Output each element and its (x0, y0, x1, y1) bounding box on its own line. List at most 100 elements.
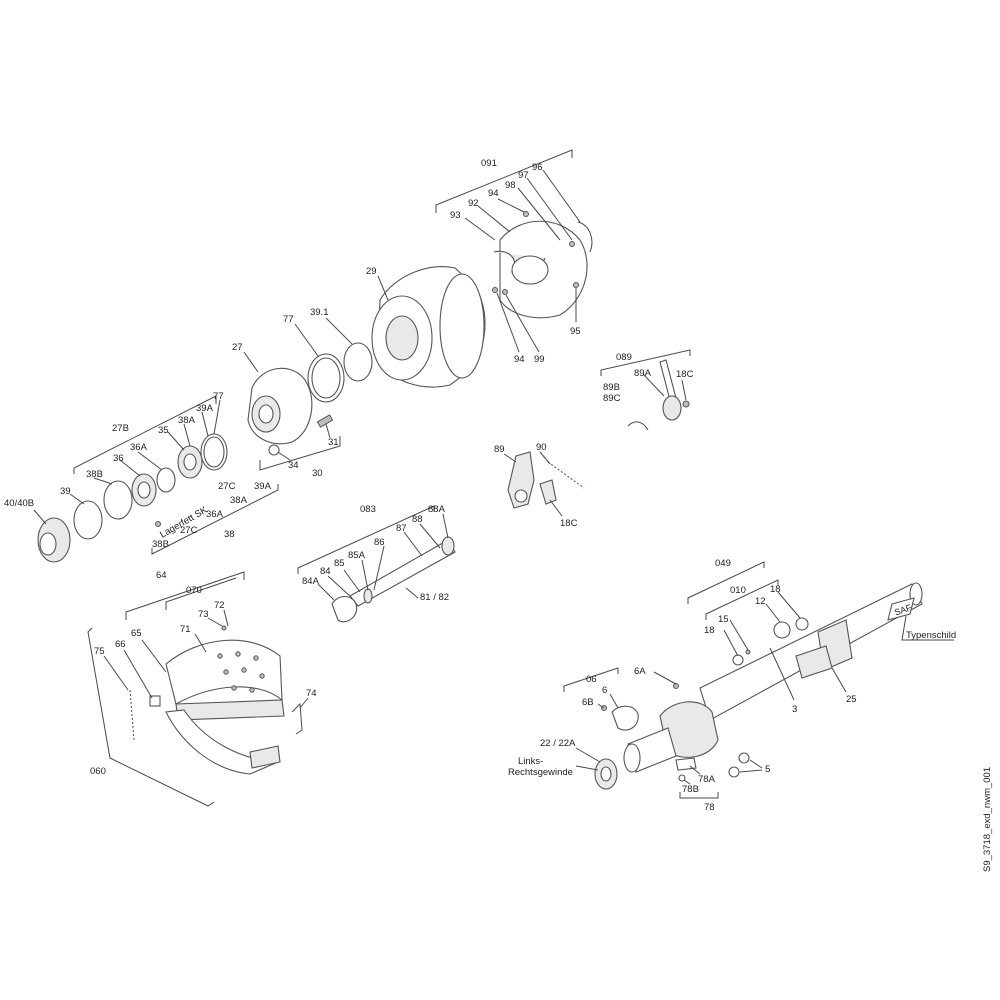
label-083: 083 (360, 504, 376, 515)
label-84: 84 (320, 566, 331, 577)
label-38A-bottom: 38A (230, 495, 248, 506)
label-29: 29 (366, 266, 377, 277)
group-bracket-089 (600, 349, 691, 376)
brake-shoe-060: 64 070 73 72 71 65 66 75 74 060 (87, 570, 317, 807)
group-bracket-38 (151, 484, 279, 555)
label-27C-bottom: 27C (180, 525, 198, 536)
seal-77-39-1: 77 39.1 (283, 307, 373, 403)
label-96: 96 (532, 162, 543, 173)
slack-adjuster-089: 089 89A 18C 89B 89C (600, 349, 694, 431)
leader-86 (373, 545, 385, 591)
label-010: 010 (730, 585, 746, 596)
screw-15-part (745, 649, 751, 655)
backing-plate-center (511, 255, 549, 285)
leader-88 (419, 523, 441, 549)
leader-39-1 (325, 317, 353, 345)
group-bracket-049 (687, 561, 765, 604)
leader-18-left (723, 629, 739, 657)
screw-95-part (573, 282, 579, 288)
spring-90-part (547, 461, 585, 489)
leader-29 (377, 275, 389, 301)
label-35: 35 (158, 425, 169, 436)
leader-88A (442, 513, 449, 539)
leader-38B (93, 477, 113, 485)
label-85A: 85A (348, 550, 366, 561)
adjuster-body-part (662, 395, 682, 421)
label-rechtsgewinde: Rechtsgewinde (508, 767, 573, 778)
leader-3 (769, 647, 795, 701)
leader-97 (526, 177, 573, 241)
leader-15 (729, 619, 749, 651)
label-72: 72 (214, 600, 225, 611)
ring-5b-part (728, 766, 740, 778)
label-38B-top: 38B (86, 469, 103, 480)
label-77-top: 77 (283, 314, 294, 325)
leader-77-top (294, 323, 319, 357)
leader-38A (183, 423, 191, 447)
label-089: 089 (616, 352, 632, 363)
group-bracket-30 (259, 436, 341, 471)
label-74: 74 (306, 688, 317, 699)
label-links: Links- (518, 756, 543, 767)
label-95: 95 (570, 326, 581, 337)
label-36A-bottom: 36A (206, 509, 224, 520)
label-73: 73 (198, 609, 209, 620)
label-5: 5 (765, 764, 770, 775)
leader-89A (642, 373, 665, 397)
leader-87 (403, 531, 423, 557)
label-81-82: 81 / 82 (420, 592, 449, 603)
seal-ring-39-1-part (343, 342, 373, 382)
leader-6 (609, 693, 619, 709)
hub-27: 27 31 34 30 (232, 342, 341, 479)
leader-27 (243, 351, 259, 373)
label-86: 86 (374, 537, 385, 548)
leader-36A (137, 451, 163, 471)
label-18-left: 18 (704, 625, 715, 636)
pin-73-part (221, 625, 227, 631)
group-bracket-64 (125, 571, 245, 620)
leader-85A (361, 559, 369, 591)
pin-78B-part (678, 774, 686, 782)
ring-36A-part (156, 467, 176, 493)
label-34: 34 (288, 460, 299, 471)
group-bracket-06 (563, 667, 619, 692)
group-bracket-010 (705, 579, 779, 620)
group-bracket-27B (73, 395, 217, 474)
label-36A-top: 36A (130, 442, 148, 453)
label-6B: 6B (582, 697, 594, 708)
label-30: 30 (312, 468, 323, 479)
leader-typenschild (901, 615, 954, 641)
clamp-ring-part (577, 221, 593, 253)
label-94-bottom: 94 (514, 354, 525, 365)
seal-ring-77-inner (311, 357, 341, 399)
hub-bore-inner (258, 404, 274, 424)
leader-18C-bottom (549, 499, 563, 517)
camshaft-083: 083 88A 88 87 86 85A 85 84 84A 81 / 82 (297, 504, 456, 623)
label-3: 3 (792, 704, 797, 715)
axle-nut-22: 22 / 22A Links- Rechtsgewinde (508, 738, 618, 790)
label-060: 060 (90, 766, 106, 777)
leader-74 (299, 697, 309, 709)
cam-head-part (331, 595, 358, 623)
label-36: 36 (113, 453, 124, 464)
label-89A: 89A (634, 368, 652, 379)
group-bracket-091 (435, 149, 573, 213)
label-75: 75 (94, 646, 105, 657)
label-18C-top: 18C (676, 369, 694, 380)
leader-75 (103, 655, 129, 691)
brake-drum-hub-hole (385, 315, 419, 361)
seal-18b-part (732, 654, 744, 666)
label-27C-top: 27C (218, 481, 236, 492)
label-12: 12 (755, 596, 766, 607)
label-38A-top: 38A (178, 415, 196, 426)
leader-35 (167, 431, 185, 451)
group-bracket-083 (297, 505, 435, 574)
washer-85-part (363, 588, 373, 604)
camshaft-spline-part (441, 536, 455, 556)
grease-marker (155, 521, 161, 527)
label-66: 66 (115, 639, 126, 650)
leader-96 (542, 169, 581, 223)
brake-drum-29: 29 (366, 266, 486, 388)
leader-18-top (777, 591, 801, 619)
seal-77-inner (203, 436, 225, 468)
